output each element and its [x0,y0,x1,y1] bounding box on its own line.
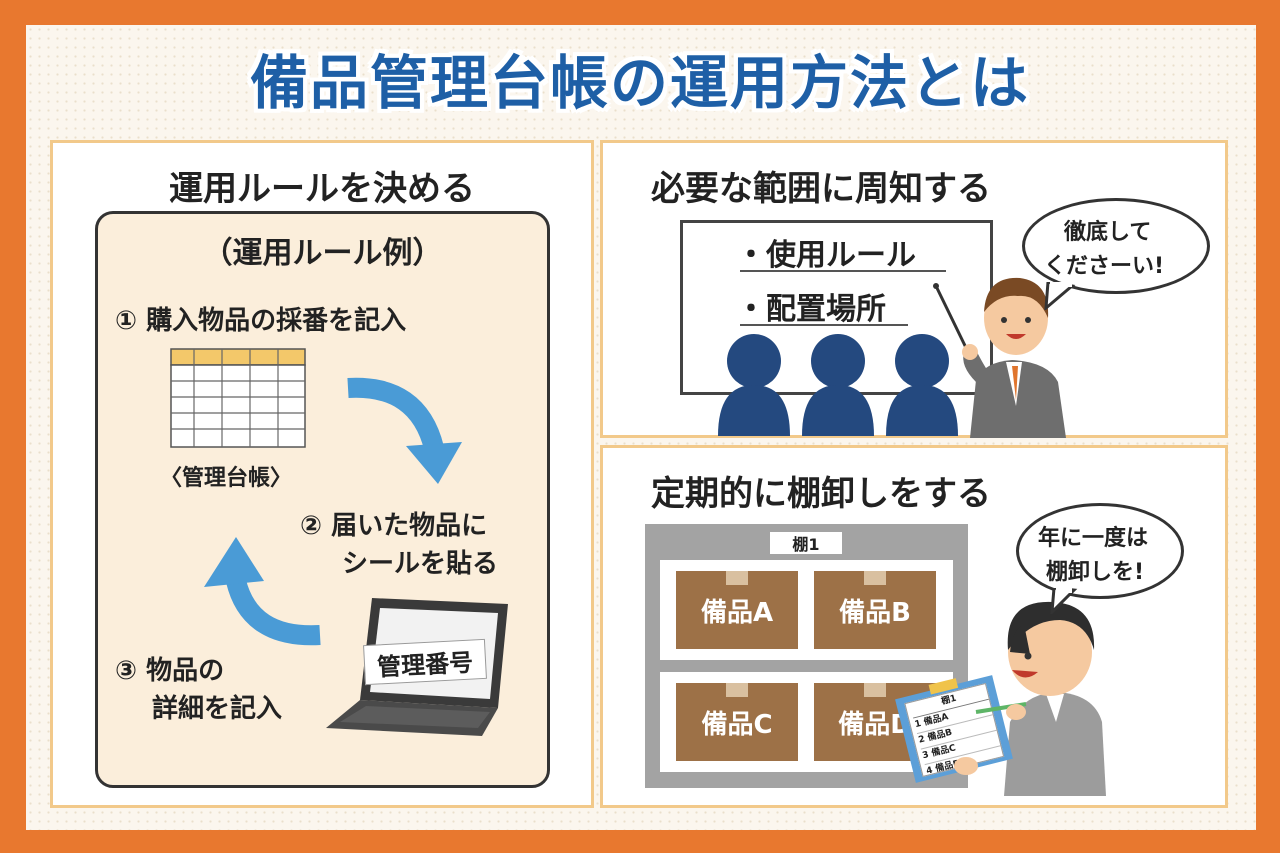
speech-text-inventory-1: 年に一度は [1038,526,1149,551]
board-item-usage-rules: ・使用ルール [736,238,916,273]
pen-and-hand [954,702,1027,775]
speech-bubble-thorough [1022,198,1210,294]
speech-text-thorough-1: 徹底して [1064,220,1152,245]
box-tape-d [864,683,886,697]
audience-silhouettes [718,334,958,436]
shelf-label: 棚1 [770,532,842,554]
box-item-c-label: 備品C [701,709,773,740]
step-2-line-1: ② 届いた物品に [300,511,488,541]
step-2-line-2: シールを貼る [342,549,499,579]
board-underline-2 [740,324,908,326]
cycle-arrow-down [347,377,462,484]
spreadsheet-icon [170,348,306,448]
step-1-text: ① 購入物品の採番を記入 [115,306,407,336]
panel-title-inventory: 定期的に棚卸しをする [651,474,991,514]
management-number-text: 管理番号 [376,648,474,681]
speech-text-thorough-2: くださーい! [1044,254,1165,279]
board-item-placement: ・配置場所 [736,292,886,327]
box-item-c: 備品C [676,683,798,761]
panel-title-define-rules: 運用ルールを決める [169,169,475,209]
speech-text-inventory-2: 棚卸しを! [1046,560,1145,585]
speech-bubble-inventory [1016,503,1184,599]
box-item-b-label: 備品B [839,597,911,628]
page-title: 備品管理台帳の運用方法とは [249,49,1030,117]
panel-title-notify: 必要な範囲に周知する [651,169,991,209]
box-item-a-label: 備品A [700,597,774,628]
ledger-caption: 〈管理台帳〉 [160,466,293,491]
step-3-line-1: ③ 物品の [115,656,225,686]
board-underline-1 [740,270,946,272]
management-number-label: 管理番号 [363,638,487,686]
box-tape-a [726,571,748,585]
box-tape-b [864,571,886,585]
box-tape-c [726,683,748,697]
rules-subtitle: （運用ルール例） [202,236,443,271]
cycle-arrow-up [204,537,321,646]
presenter-person [933,277,1066,438]
step-3-line-2: 詳細を記入 [152,694,283,724]
shelf-label-text: 棚1 [792,535,820,554]
speech-bubble-tail [1044,282,1076,310]
inspector-person [1004,601,1106,796]
speech-bubble-inventory-tail [1050,588,1078,614]
